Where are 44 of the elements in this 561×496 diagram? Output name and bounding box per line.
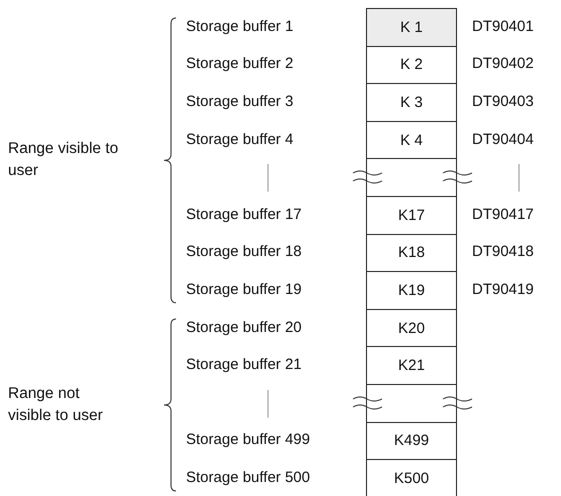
- range-label: Range visible to user: [8, 139, 120, 182]
- register-label: K20: [398, 320, 425, 337]
- buffer-name: Storage buffer 3: [186, 93, 294, 111]
- register-cell: [366, 8, 457, 47]
- register-address: DT90419: [472, 281, 534, 299]
- buffer-name: Storage buffer 1: [186, 18, 294, 36]
- register-label: K500: [394, 470, 430, 487]
- register-cell: [366, 46, 457, 84]
- register-label: K17: [398, 206, 425, 224]
- register-cell: [366, 459, 457, 496]
- buffer-name: Storage buffer 20: [186, 318, 302, 337]
- register-label: K 1: [400, 18, 423, 36]
- buffer-name: Storage buffer 499: [186, 431, 310, 450]
- register-cell: [366, 422, 457, 460]
- register-cell: [366, 120, 457, 160]
- register-address: DT90417: [472, 206, 534, 224]
- buffer-name: Storage buffer 17: [186, 206, 302, 224]
- buffer-name: Storage buffer 4: [186, 130, 294, 149]
- register-label: K 4: [400, 132, 423, 149]
- register-cell: [366, 308, 457, 348]
- register-label: K19: [398, 282, 425, 299]
- register-label: K 2: [400, 56, 423, 74]
- register-cell: [366, 196, 457, 235]
- register-cell: [366, 346, 457, 385]
- register-address: DT90401: [472, 18, 534, 36]
- register-address: DT90403: [472, 93, 534, 111]
- register-address: DT90402: [472, 55, 534, 74]
- register-label: K21: [398, 357, 425, 374]
- buffer-name: Storage buffer 18: [186, 243, 302, 262]
- register-cell: [366, 271, 457, 310]
- buffer-name: Storage buffer 21: [186, 356, 302, 374]
- range-label: Range not visible to user: [8, 384, 104, 426]
- register-address: DT90418: [472, 243, 534, 262]
- register-label: K 3: [400, 94, 423, 111]
- register-cell: [366, 83, 457, 122]
- buffer-name: Storage buffer 2: [186, 55, 294, 74]
- break-cell: [366, 384, 457, 423]
- register-label: K499: [394, 432, 430, 450]
- register-label: K18: [398, 244, 425, 262]
- buffer-name: Storage buffer 19: [186, 281, 302, 299]
- buffer-name: Storage buffer 500: [186, 469, 310, 487]
- break-cell: [366, 158, 457, 197]
- register-address: DT90404: [472, 130, 534, 149]
- register-cell: [366, 234, 457, 272]
